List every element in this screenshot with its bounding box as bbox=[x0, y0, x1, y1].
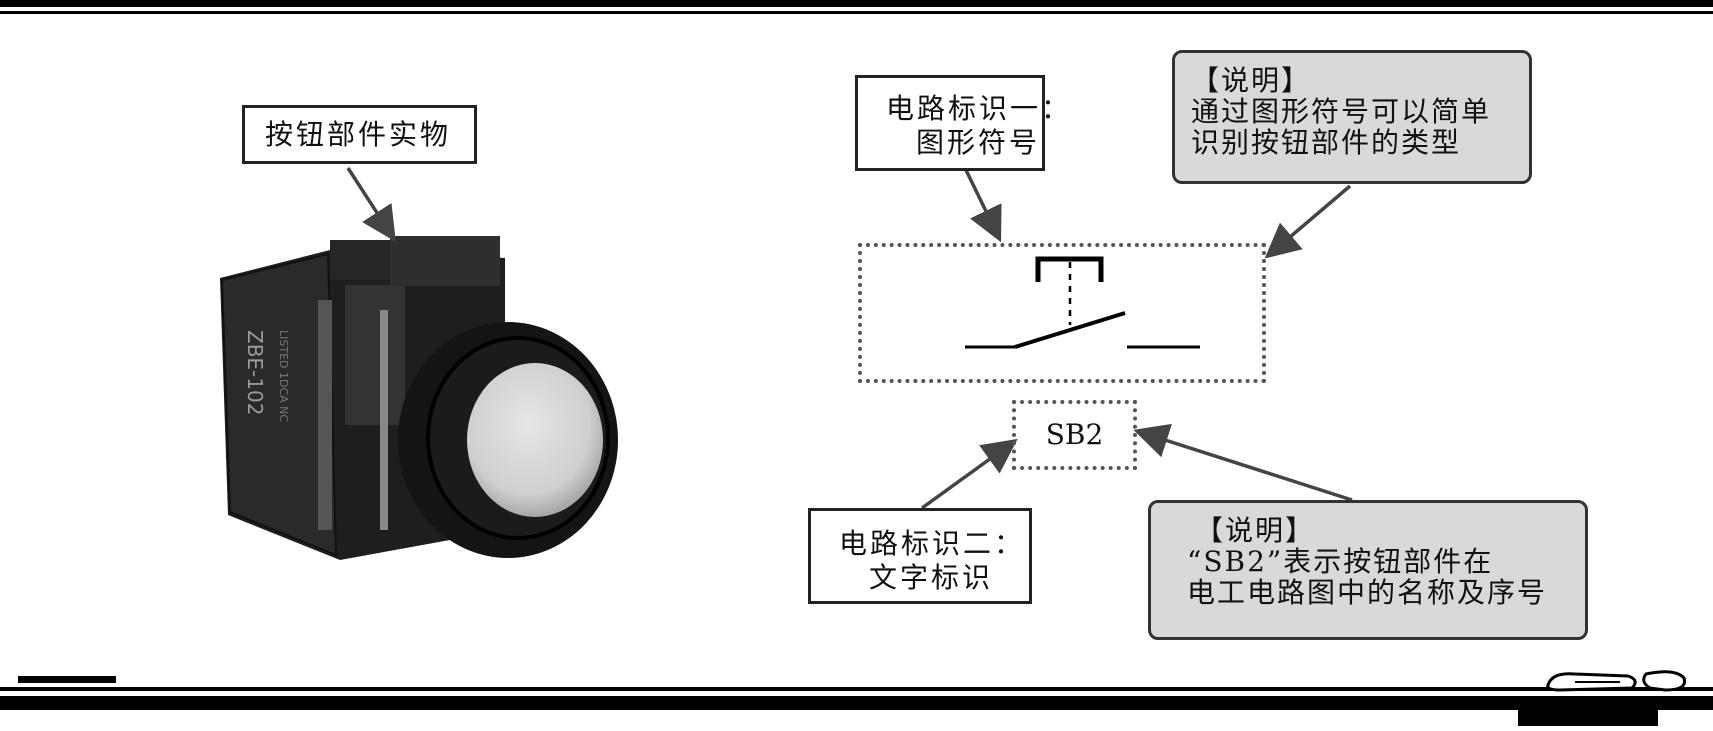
note-designator-line1: “SB2”表示按钮部件在 bbox=[1187, 545, 1494, 578]
mark1-subtitle: 图形符号 bbox=[916, 126, 1041, 159]
body-small-label: LISTED 1DCA NC bbox=[277, 330, 290, 422]
designator-label: SB2 bbox=[1045, 418, 1104, 451]
top-rule-thin bbox=[0, 11, 1713, 14]
arrow-mark2-to-sb2 bbox=[920, 438, 1018, 510]
bottom-rule-thin bbox=[0, 687, 1713, 691]
note-designator-line2: 电工电路图中的名称及序号 bbox=[1187, 576, 1548, 609]
note-symbol-box: 【说明】 通过图形符号可以简单 识别按钮部件的类型 bbox=[1172, 50, 1532, 184]
note-symbol-heading: 【说明】 bbox=[1191, 64, 1312, 97]
arrow-caption-to-photo bbox=[346, 167, 396, 242]
mark2-subtitle: 文字标识 bbox=[869, 561, 994, 594]
arrow-mark1-to-symbol bbox=[963, 167, 1002, 243]
bottom-rule-thick bbox=[0, 696, 1713, 710]
note-symbol-line1: 通过图形符号可以简单 bbox=[1191, 95, 1492, 128]
mark2-title: 电路标识二： bbox=[839, 527, 1026, 560]
arrow-note-to-sb2 bbox=[1133, 423, 1353, 502]
bottom-rule-tab bbox=[1518, 710, 1658, 726]
photo-caption-box: 按钮部件实物 bbox=[242, 105, 477, 164]
body-label: ZBE-102 bbox=[243, 330, 267, 415]
note-designator-box: 【说明】 “SB2”表示按钮部件在 电工电路图中的名称及序号 bbox=[1148, 500, 1588, 640]
arrow-note-to-symbol bbox=[1264, 184, 1352, 259]
top-rule-thick bbox=[0, 0, 1713, 7]
photo-caption: 按钮部件实物 bbox=[265, 118, 452, 151]
mark1-title: 电路标识一： bbox=[886, 92, 1073, 125]
bottom-rule-short bbox=[18, 676, 116, 683]
note-symbol-line2: 识别按钮部件的类型 bbox=[1191, 126, 1462, 159]
symbol-frame bbox=[858, 243, 1266, 383]
mark2-box: 电路标识二： 文字标识 bbox=[808, 508, 1032, 604]
mark1-box: 电路标识一： 图形符号 bbox=[855, 75, 1073, 171]
note-designator-heading: 【说明】 bbox=[1195, 514, 1316, 547]
designator-frame: SB2 bbox=[1012, 400, 1137, 470]
